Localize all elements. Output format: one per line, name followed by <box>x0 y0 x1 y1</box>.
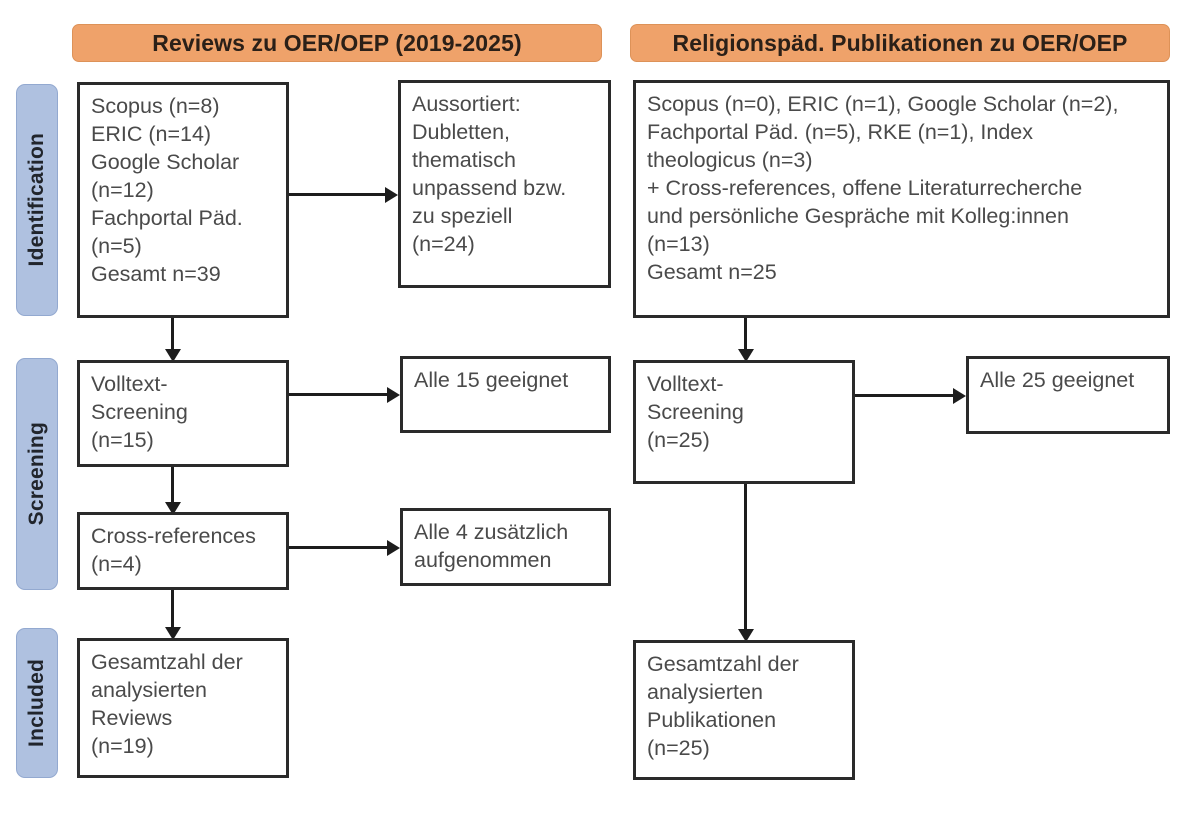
box-left-included-line-3: Reviews <box>91 705 173 730</box>
box-right-eligible: Alle 25 geeignet <box>966 356 1170 434</box>
column-header-left-label: Reviews zu OER/OEP (2019-2025) <box>152 29 522 56</box>
box-left-crossrefs-result-line-1: Alle 4 zusätzlich <box>414 520 569 544</box>
box-left-crossrefs-line-1: Cross-references <box>91 524 256 548</box>
box-right-sources-line-6: (n=13) <box>647 231 710 256</box>
box-left-included-line-1: Gesamtzahl der <box>91 650 243 674</box>
stage-label-included-text: Included <box>25 659 48 747</box>
box-left-sources-line-3: Google Scholar <box>91 149 240 174</box>
box-left-sources-line-5: Fachportal Päd. <box>91 205 243 230</box>
box-left-eligible-line-1: Alle 15 geeignet <box>414 368 569 392</box>
box-left-fulltext-line-1: Volltext- <box>91 372 168 396</box>
connector-right-sources-to-fulltext <box>744 318 747 350</box>
connector-right-fulltext-to-included <box>744 484 747 632</box>
stage-label-screening: Screening <box>16 358 58 590</box>
box-left-excluded-line-2: Dubletten, <box>412 119 511 144</box>
box-left-excluded-line-1: Aussortiert: <box>412 92 521 116</box>
box-right-sources-line-4: + Cross-references, offene Literaturrech… <box>647 175 1083 200</box>
stage-label-identification: Identification <box>16 84 58 316</box>
box-left-fulltext-screening: Volltext- Screening (n=15) <box>77 360 289 467</box>
box-left-excluded-line-4: unpassend bzw. <box>412 175 567 200</box>
arrowhead-left-sources-to-excluded <box>385 187 398 203</box>
box-left-excluded-line-6: (n=24) <box>412 231 475 256</box>
arrowhead-left-crossrefs-to-included <box>165 627 181 640</box>
box-left-eligible: Alle 15 geeignet <box>400 356 611 433</box>
box-right-included-line-4: (n=25) <box>647 735 710 760</box>
arrowhead-left-crossrefs-to-result <box>387 540 400 556</box>
box-right-sources-line-5: und persönliche Gespräche mit Kolleg:inn… <box>647 203 1069 228</box>
box-right-included: Gesamtzahl der analysierten Publikatione… <box>633 640 855 780</box>
connector-left-crossrefs-to-result <box>289 546 387 549</box>
box-right-fulltext-line-3: (n=25) <box>647 427 710 452</box>
box-right-fulltext-line-1: Volltext- <box>647 372 724 396</box>
box-left-included-line-4: (n=19) <box>91 733 154 758</box>
arrowhead-right-fulltext-to-eligible <box>953 388 966 404</box>
box-left-fulltext-line-3: (n=15) <box>91 427 154 452</box>
box-right-sources: Scopus (n=0), ERIC (n=1), Google Scholar… <box>633 80 1170 318</box>
connector-left-fulltext-to-crossrefs <box>171 467 174 503</box>
box-left-excluded: Aussortiert: Dubletten, thematisch unpas… <box>398 80 611 288</box>
box-right-fulltext-screening: Volltext- Screening (n=25) <box>633 360 855 484</box>
arrowhead-right-fulltext-to-included <box>738 629 754 642</box>
box-right-eligible-line-1: Alle 25 geeignet <box>980 368 1135 392</box>
box-left-included-line-2: analysierten <box>91 677 207 702</box>
box-left-crossrefs-result: Alle 4 zusätzlich aufgenommen <box>400 508 611 586</box>
box-left-excluded-line-5: zu speziell <box>412 203 513 228</box>
column-header-right: Religionspäd. Publikationen zu OER/OEP <box>630 24 1170 62</box>
box-left-sources-line-4: (n=12) <box>91 177 154 202</box>
box-right-sources-line-2: Fachportal Päd. (n=5), RKE (n=1), Index <box>647 119 1034 144</box>
box-right-sources-line-3: theologicus (n=3) <box>647 147 813 172</box>
connector-left-crossrefs-to-included <box>171 590 174 628</box>
stage-label-identification-text: Identification <box>25 133 48 267</box>
box-left-sources-line-2: ERIC (n=14) <box>91 121 212 146</box>
arrowhead-left-fulltext-to-crossrefs <box>165 502 181 515</box>
box-left-sources-line-1: Scopus (n=8) <box>91 94 220 118</box>
box-left-fulltext-line-2: Screening <box>91 399 188 424</box>
box-left-crossrefs-result-line-2: aufgenommen <box>414 547 552 572</box>
box-left-crossrefs: Cross-references (n=4) <box>77 512 289 590</box>
box-left-sources-line-6: (n=5) <box>91 233 142 258</box>
arrowhead-left-sources-to-fulltext <box>165 349 181 362</box>
arrowhead-left-fulltext-to-eligible <box>387 387 400 403</box>
box-left-crossrefs-line-2: (n=4) <box>91 551 142 576</box>
connector-left-sources-to-excluded <box>289 193 385 196</box>
box-left-sources: Scopus (n=8) ERIC (n=14) Google Scholar … <box>77 82 289 318</box>
box-left-excluded-line-3: thematisch <box>412 147 516 172</box>
connector-right-fulltext-to-eligible <box>855 394 953 397</box>
box-right-fulltext-line-2: Screening <box>647 399 744 424</box>
column-header-right-label: Religionspäd. Publikationen zu OER/OEP <box>672 29 1128 56</box>
connector-left-fulltext-to-eligible <box>289 393 387 396</box>
stage-label-included: Included <box>16 628 58 778</box>
box-right-included-line-1: Gesamtzahl der <box>647 652 799 676</box>
box-right-sources-line-1: Scopus (n=0), ERIC (n=1), Google Scholar… <box>647 92 1119 116</box>
box-right-included-line-2: analysierten <box>647 679 763 704</box>
connector-left-sources-to-fulltext <box>171 318 174 350</box>
stage-label-screening-text: Screening <box>25 422 48 526</box>
box-right-sources-line-7: Gesamt n=25 <box>647 259 777 284</box>
column-header-left: Reviews zu OER/OEP (2019-2025) <box>72 24 602 62</box>
box-left-sources-line-7: Gesamt n=39 <box>91 261 221 286</box>
box-right-included-line-3: Publikationen <box>647 707 777 732</box>
arrowhead-right-sources-to-fulltext <box>738 349 754 362</box>
box-left-included: Gesamtzahl der analysierten Reviews (n=1… <box>77 638 289 778</box>
